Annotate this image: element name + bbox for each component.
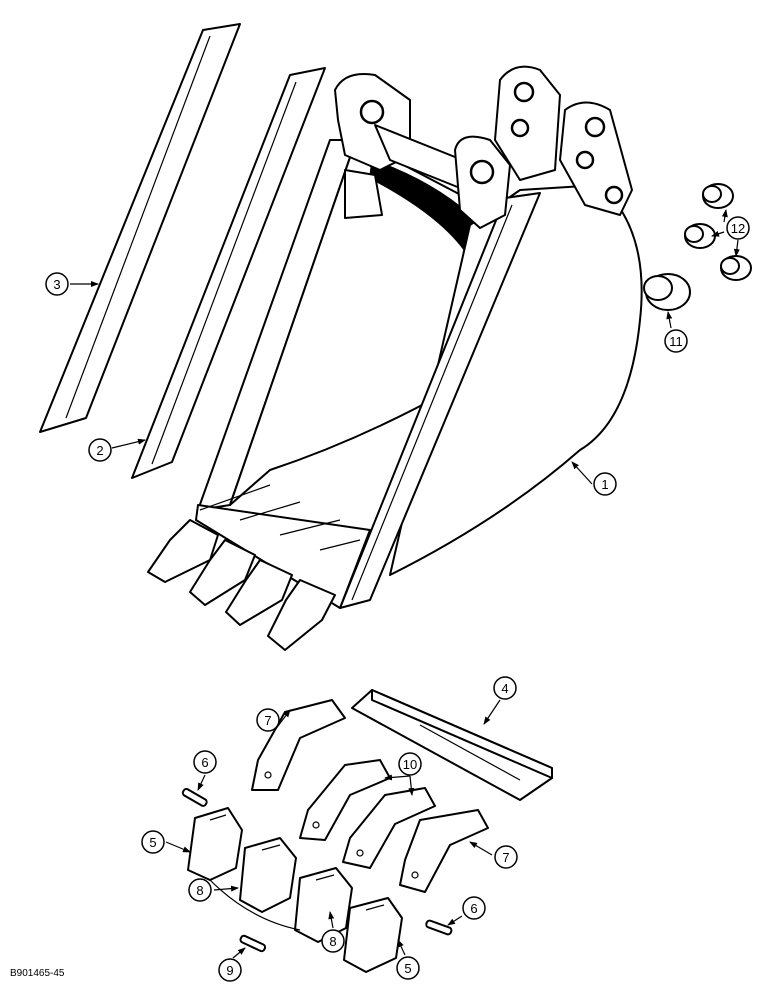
callout-6-left: 6 [193, 750, 217, 774]
bucket [147, 65, 643, 651]
callout-4: 4 [493, 676, 517, 700]
side-cutter-left [39, 23, 241, 433]
callout-5-left: 5 [141, 830, 165, 854]
callout-7-top: 7 [256, 708, 280, 732]
callout-10: 10 [398, 752, 422, 776]
callout-2: 2 [88, 438, 112, 462]
bushing-large [643, 273, 691, 311]
svg-text:10: 10 [403, 757, 417, 772]
tooth-adapter-corner [251, 699, 489, 893]
callout-5-right: 5 [396, 956, 420, 980]
side-cutter-right [131, 67, 326, 479]
callout-11: 11 [664, 329, 688, 353]
svg-text:5: 5 [404, 961, 411, 976]
svg-text:6: 6 [470, 901, 477, 916]
svg-text:5: 5 [149, 835, 156, 850]
svg-text:8: 8 [196, 883, 203, 898]
callout-3: 3 [45, 272, 69, 296]
tooth-adapter-center [299, 759, 436, 869]
svg-text:2: 2 [96, 443, 103, 458]
svg-text:7: 7 [264, 713, 271, 728]
callout-7-right: 7 [494, 845, 518, 869]
svg-text:12: 12 [731, 221, 745, 236]
cutting-edge [351, 689, 553, 801]
svg-text:4: 4 [501, 681, 508, 696]
svg-text:8: 8 [329, 934, 336, 949]
svg-text:9: 9 [226, 963, 233, 978]
svg-text:1: 1 [601, 477, 608, 492]
svg-text:11: 11 [669, 334, 683, 349]
drawing-reference-code: B901465-45 [10, 968, 65, 979]
svg-text:6: 6 [201, 755, 208, 770]
callout-8-left: 8 [188, 878, 212, 902]
svg-text:3: 3 [53, 277, 60, 292]
callout-12: 12 [726, 216, 750, 240]
callout-6-right: 6 [462, 896, 486, 920]
callout-9: 9 [218, 958, 242, 982]
callout-1: 1 [593, 472, 617, 496]
bushings-small [684, 183, 752, 281]
callout-8-center: 8 [321, 929, 345, 953]
retaining-pins [181, 788, 453, 953]
svg-text:7: 7 [502, 850, 509, 865]
teeth [187, 807, 403, 973]
